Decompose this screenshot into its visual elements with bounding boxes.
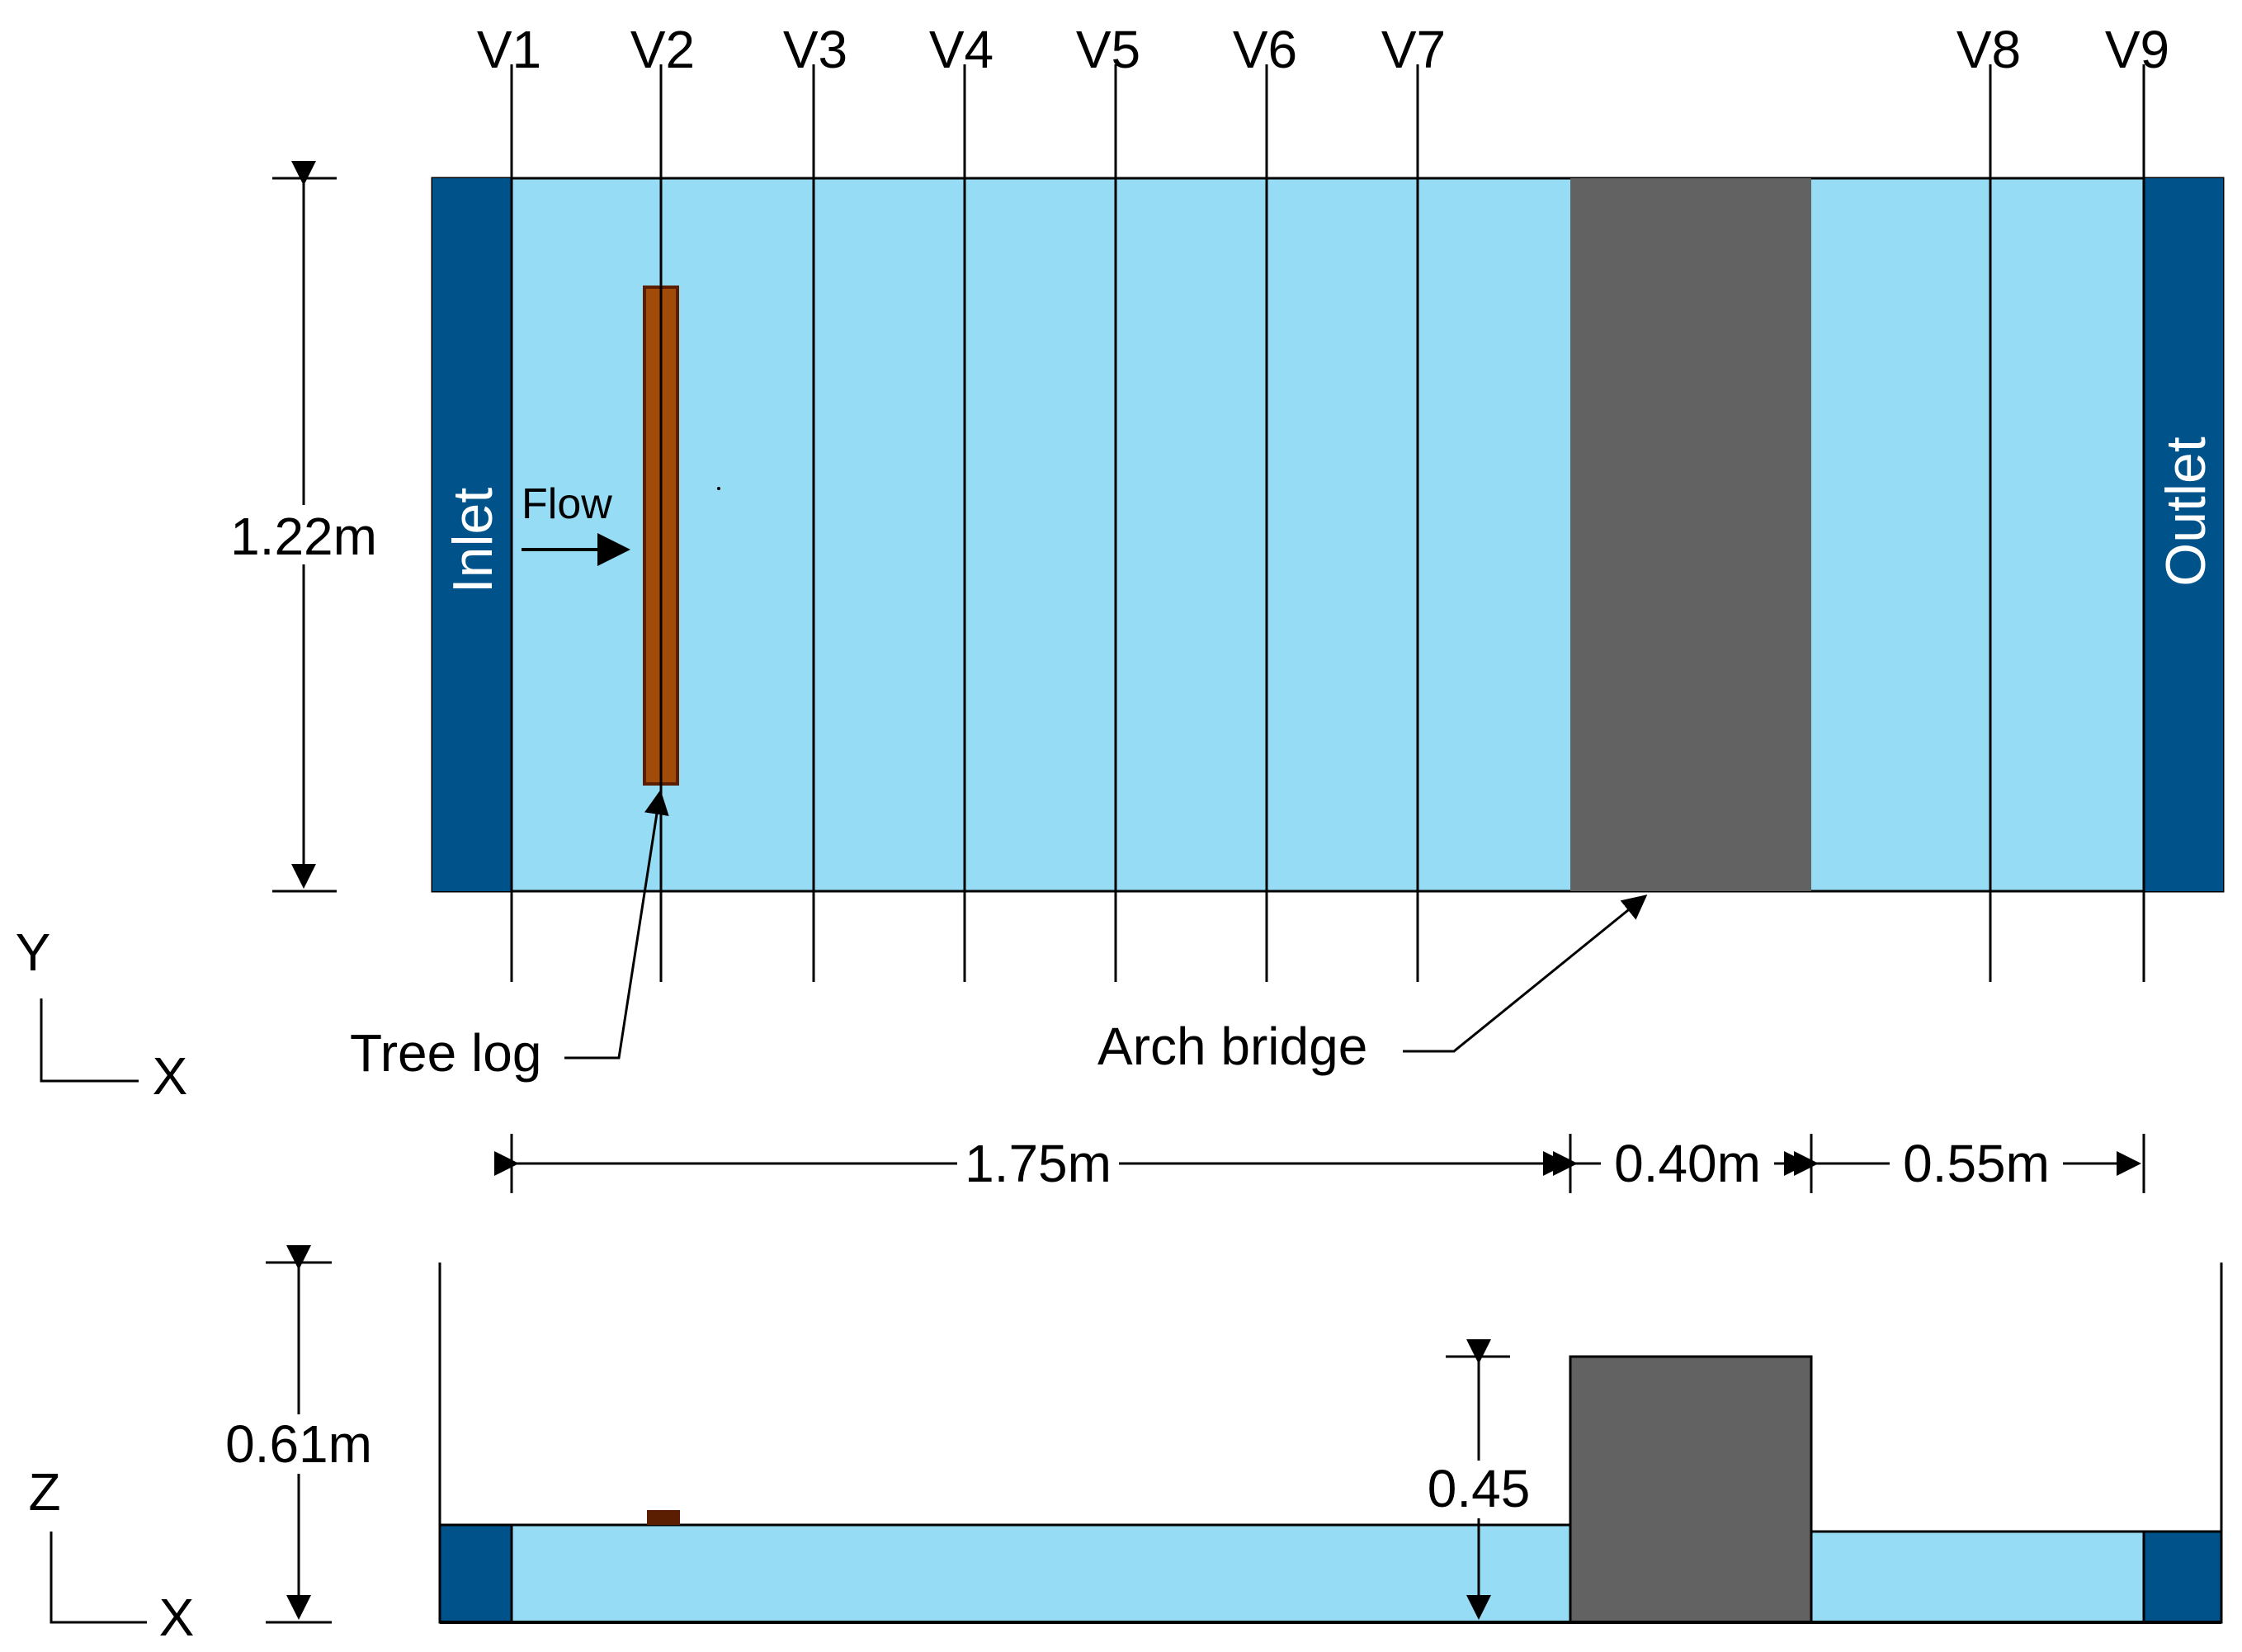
section-label-v8: V8 <box>1956 20 2021 79</box>
section-label-v3: V3 <box>783 20 847 79</box>
section-label-v4: V4 <box>929 20 994 79</box>
side-outlet-boundary <box>2142 1530 2223 1624</box>
side-depth-dimension: 0.61m <box>216 1245 381 1624</box>
side-axis-z-label: Z <box>28 1462 60 1522</box>
plan-width-dimension: 1.22m <box>230 161 377 893</box>
plan-water-channel <box>431 177 2225 893</box>
side-arch-bridge <box>1569 1355 1813 1624</box>
length-dimensions: 1.75m 0.40m 0.55m <box>494 1134 2145 1193</box>
section-label-v5: V5 <box>1076 20 1140 79</box>
side-water-upstream <box>438 1523 1572 1624</box>
callout-arrow-icon <box>1403 894 1648 1053</box>
side-depth-label: 0.61m <box>225 1414 372 1474</box>
section-label-v7: V7 <box>1381 20 1446 79</box>
section-label-v2: V2 <box>630 20 695 79</box>
bridge-height-dimension: 0.45 <box>1413 1339 1545 1624</box>
plan-axis-x-label: X <box>153 1046 188 1106</box>
side-tree-log <box>647 1510 680 1525</box>
callout-arrow-icon <box>564 790 669 1060</box>
section-label-v9: V9 <box>2105 20 2169 79</box>
length-dim-label-1: 1.75m <box>965 1134 1112 1193</box>
plan-arch-bridge <box>1570 178 1811 891</box>
side-view <box>438 1263 2223 1624</box>
plan-outlet-boundary <box>2144 178 2223 891</box>
bridge-height-label: 0.45 <box>1428 1459 1531 1518</box>
length-dim-label-2: 0.40m <box>1614 1134 1761 1193</box>
length-dim-label-3: 0.55m <box>1903 1134 2050 1193</box>
plan-axis-y-label: Y <box>16 923 51 982</box>
section-label-v6: V6 <box>1233 20 1297 79</box>
side-axis-x-label: X <box>159 1588 195 1647</box>
plan-dot <box>717 487 720 490</box>
axis-triad-icon: Y X <box>16 923 188 1106</box>
axis-triad-icon: Z X <box>28 1462 194 1647</box>
inlet-label: Inlet <box>441 488 504 594</box>
plan-view: Inlet Outlet Flow <box>431 177 2225 893</box>
arch-bridge-label: Arch bridge <box>1097 1017 1367 1076</box>
section-label-v1: V1 <box>477 20 541 79</box>
section-lines: V1 V2 V3 V4 V5 V6 V7 V8 V9 <box>477 20 2169 982</box>
side-inlet-boundary <box>438 1523 513 1624</box>
outlet-label: Outlet <box>2155 437 2217 587</box>
tree-log-label: Tree log <box>350 1023 541 1083</box>
callouts: Tree log Arch bridge <box>350 790 1648 1083</box>
flow-label: Flow <box>522 480 612 528</box>
plan-width-label: 1.22m <box>230 507 377 566</box>
plan-inlet-boundary <box>432 178 512 891</box>
